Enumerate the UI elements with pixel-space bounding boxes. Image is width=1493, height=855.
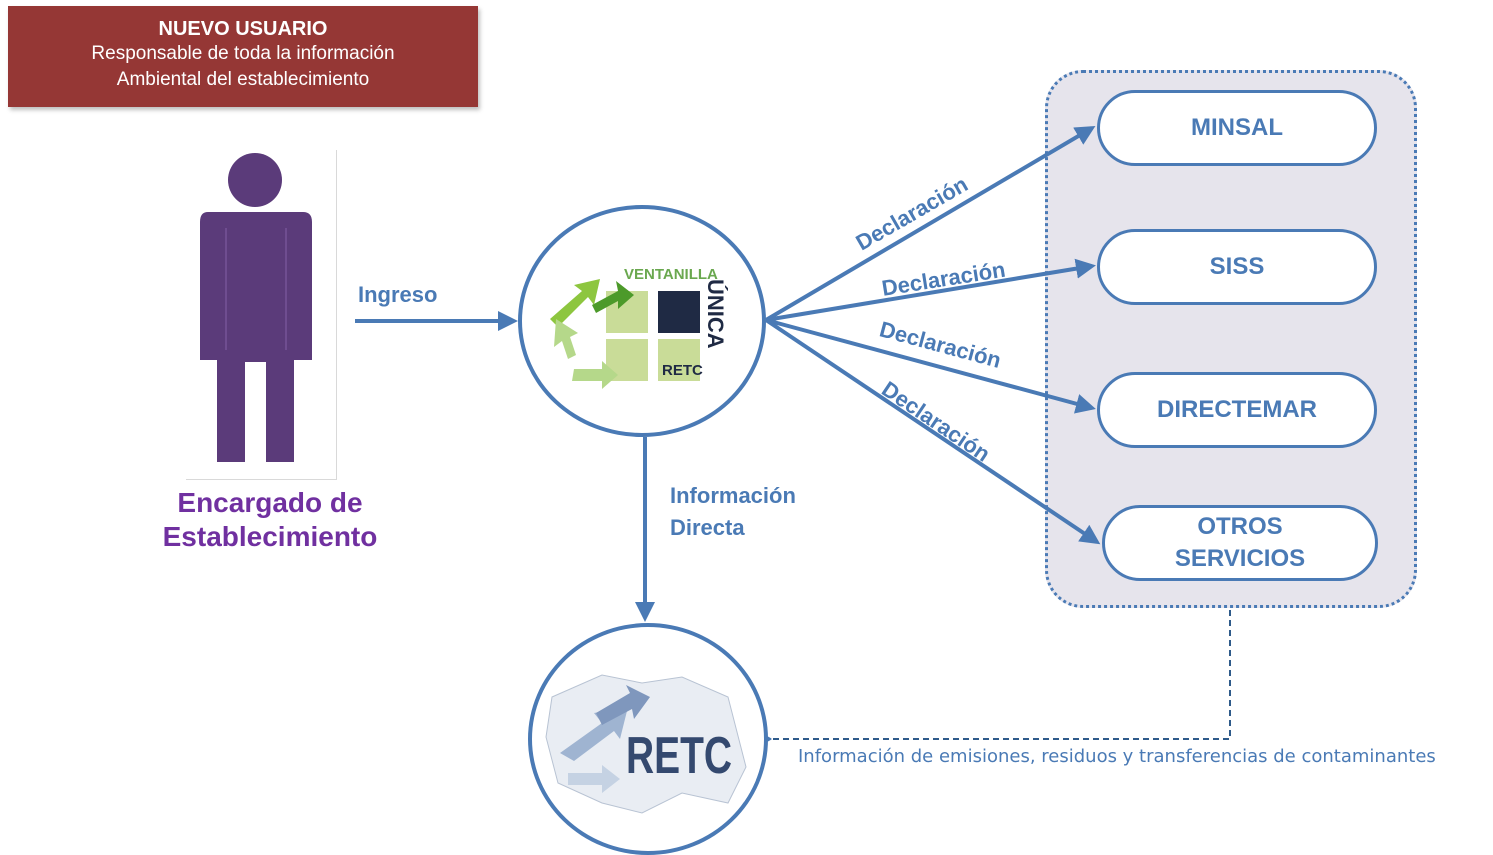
retc-logo: RETC: [545, 674, 756, 814]
emissions-dashed-arrow: [770, 610, 1231, 739]
service-otros-line-1: OTROS: [1197, 513, 1283, 540]
green-arrow-3: [554, 319, 578, 359]
ventanilla-unica-logo: RETC VENTANILLA ÚNICA: [550, 266, 728, 389]
person-label-line-2: Establecimiento: [162, 521, 378, 552]
new-user-banner: NUEVO USUARIO Responsable de toda la inf…: [8, 6, 478, 107]
person-label: Encargado de Establecimiento: [110, 486, 430, 554]
service-minsal-label: MINSAL: [1191, 114, 1283, 141]
ventanilla-small-text: RETC: [662, 362, 703, 379]
person-figure: [186, 150, 337, 480]
banner-line-1: Responsable de toda la información: [91, 43, 395, 64]
banner-title: NUEVO USUARIO: [158, 18, 328, 40]
green-arrow-1: [550, 279, 600, 327]
banner-line-2: Ambiental del establecimiento: [116, 69, 370, 90]
retc-arrow-1: [560, 707, 628, 761]
ventanilla-side-text: ÚNICA: [703, 279, 728, 349]
service-directemar-label: DIRECTEMAR: [1157, 396, 1317, 423]
figure-frame-right: [336, 150, 337, 480]
info-directa-line-1: Información: [670, 483, 796, 508]
ventanilla-top-text: VENTANILLA: [624, 266, 718, 283]
service-directemar: DIRECTEMAR: [1097, 372, 1377, 448]
declaracion-arrow-siss: [765, 258, 1096, 322]
retc-arrow-2: [596, 685, 650, 725]
ingreso-label: Ingreso: [358, 282, 438, 307]
emissions-info-label: Información de emisiones, residuos y tra…: [798, 746, 1436, 767]
service-siss-label: SISS: [1209, 253, 1265, 280]
service-minsal: MINSAL: [1097, 90, 1377, 166]
green-arrow-2: [592, 281, 634, 313]
service-siss: SISS: [1097, 229, 1377, 305]
green-arrow-4: [572, 361, 618, 389]
info-directa-line-2: Directa: [670, 515, 745, 540]
retc-logo-text: RETC: [626, 727, 732, 785]
declaracion-arrow-otros: [764, 318, 1101, 545]
declaracion-arrow-directemar: [765, 318, 1096, 414]
service-otros-line-2: SERVICIOS: [1174, 545, 1306, 572]
retc-arrow-3: [568, 765, 620, 793]
figure-frame-bottom: [186, 479, 336, 480]
service-otros: OTROS SERVICIOS: [1102, 505, 1378, 581]
person-label-line-1: Encargado de: [177, 487, 363, 518]
ventanilla-unica-node: RETC VENTANILLA ÚNICA: [518, 205, 766, 437]
info-directa-label: Información Directa: [670, 480, 870, 544]
person-icon: [200, 153, 312, 462]
retc-node: RETC: [528, 623, 768, 855]
declaracion-arrow-minsal: [764, 125, 1096, 322]
